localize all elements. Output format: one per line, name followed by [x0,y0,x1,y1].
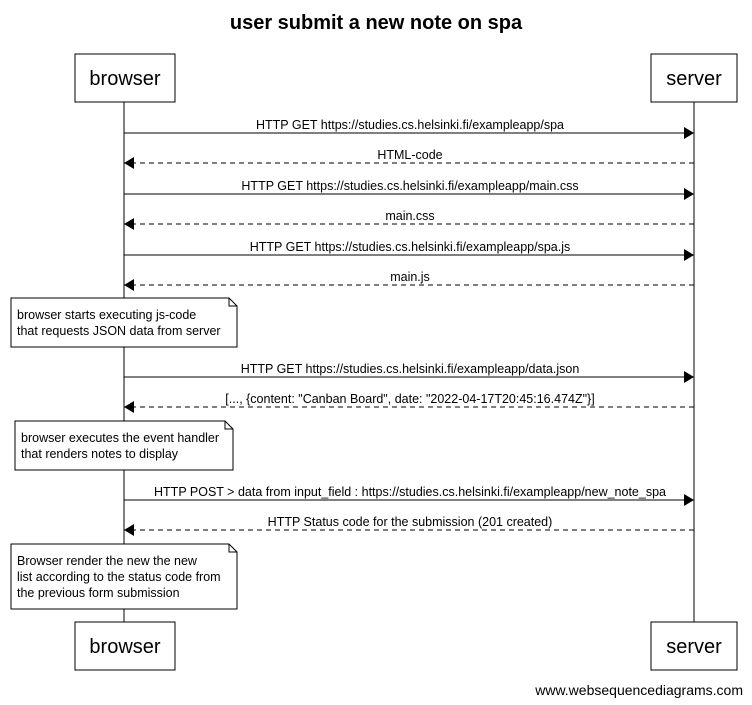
message: main.css [124,209,694,230]
message-label: main.css [385,209,434,223]
message: HTTP GET https://studies.cs.helsinki.fi/… [124,118,694,139]
message-label: HTTP GET https://studies.cs.helsinki.fi/… [250,240,571,254]
message: HTTP Status code for the submission (201… [124,515,694,536]
note-line: browser executes the event handler [21,431,219,445]
message-label: HTTP GET https://studies.cs.helsinki.fi/… [241,362,580,376]
footer-watermark: www.websequencediagrams.com [534,682,743,698]
note-line: that requests JSON data from server [17,324,221,338]
message-label: HTTP GET https://studies.cs.helsinki.fi/… [241,179,578,193]
message: HTTP GET https://studies.cs.helsinki.fi/… [124,240,694,261]
message-label: [..., {content: "Canban Board", date: "2… [225,392,594,406]
message: HTTP GET https://studies.cs.helsinki.fi/… [124,362,694,383]
participant-browser-bottom: browser [74,621,176,671]
participant-label: server [666,636,722,658]
message: HTTP GET https://studies.cs.helsinki.fi/… [124,179,694,200]
message: [..., {content: "Canban Board", date: "2… [124,392,694,413]
participant-browser-top: browser [74,53,176,103]
diagram-title: user submit a new note on spa [230,12,523,34]
message-label: HTML-code [377,148,442,162]
note-line: browser starts executing js-code [17,308,196,322]
message: HTTP POST > data from input_field : http… [124,485,694,506]
message: HTML-code [124,148,694,169]
message-label: main.js [390,270,430,284]
note-line: the previous form submission [17,586,180,600]
note: Browser render the new the new list acco… [10,543,238,610]
participant-label: server [666,68,722,90]
note-line: list according to the status code from [17,570,221,584]
message: main.js [124,270,694,291]
participant-server-top: server [650,53,738,103]
note: browser starts executing js-code that re… [10,297,238,348]
note-line: that renders notes to display [21,447,179,461]
participant-server-bottom: server [650,621,738,671]
participant-label: browser [89,636,160,658]
message-label: HTTP GET https://studies.cs.helsinki.fi/… [256,118,564,132]
message-label: HTTP POST > data from input_field : http… [154,485,666,499]
note-line: Browser render the new the new [17,554,198,568]
note: browser executes the event handler that … [14,420,234,471]
participant-label: browser [89,68,160,90]
message-label: HTTP Status code for the submission (201… [268,515,553,529]
